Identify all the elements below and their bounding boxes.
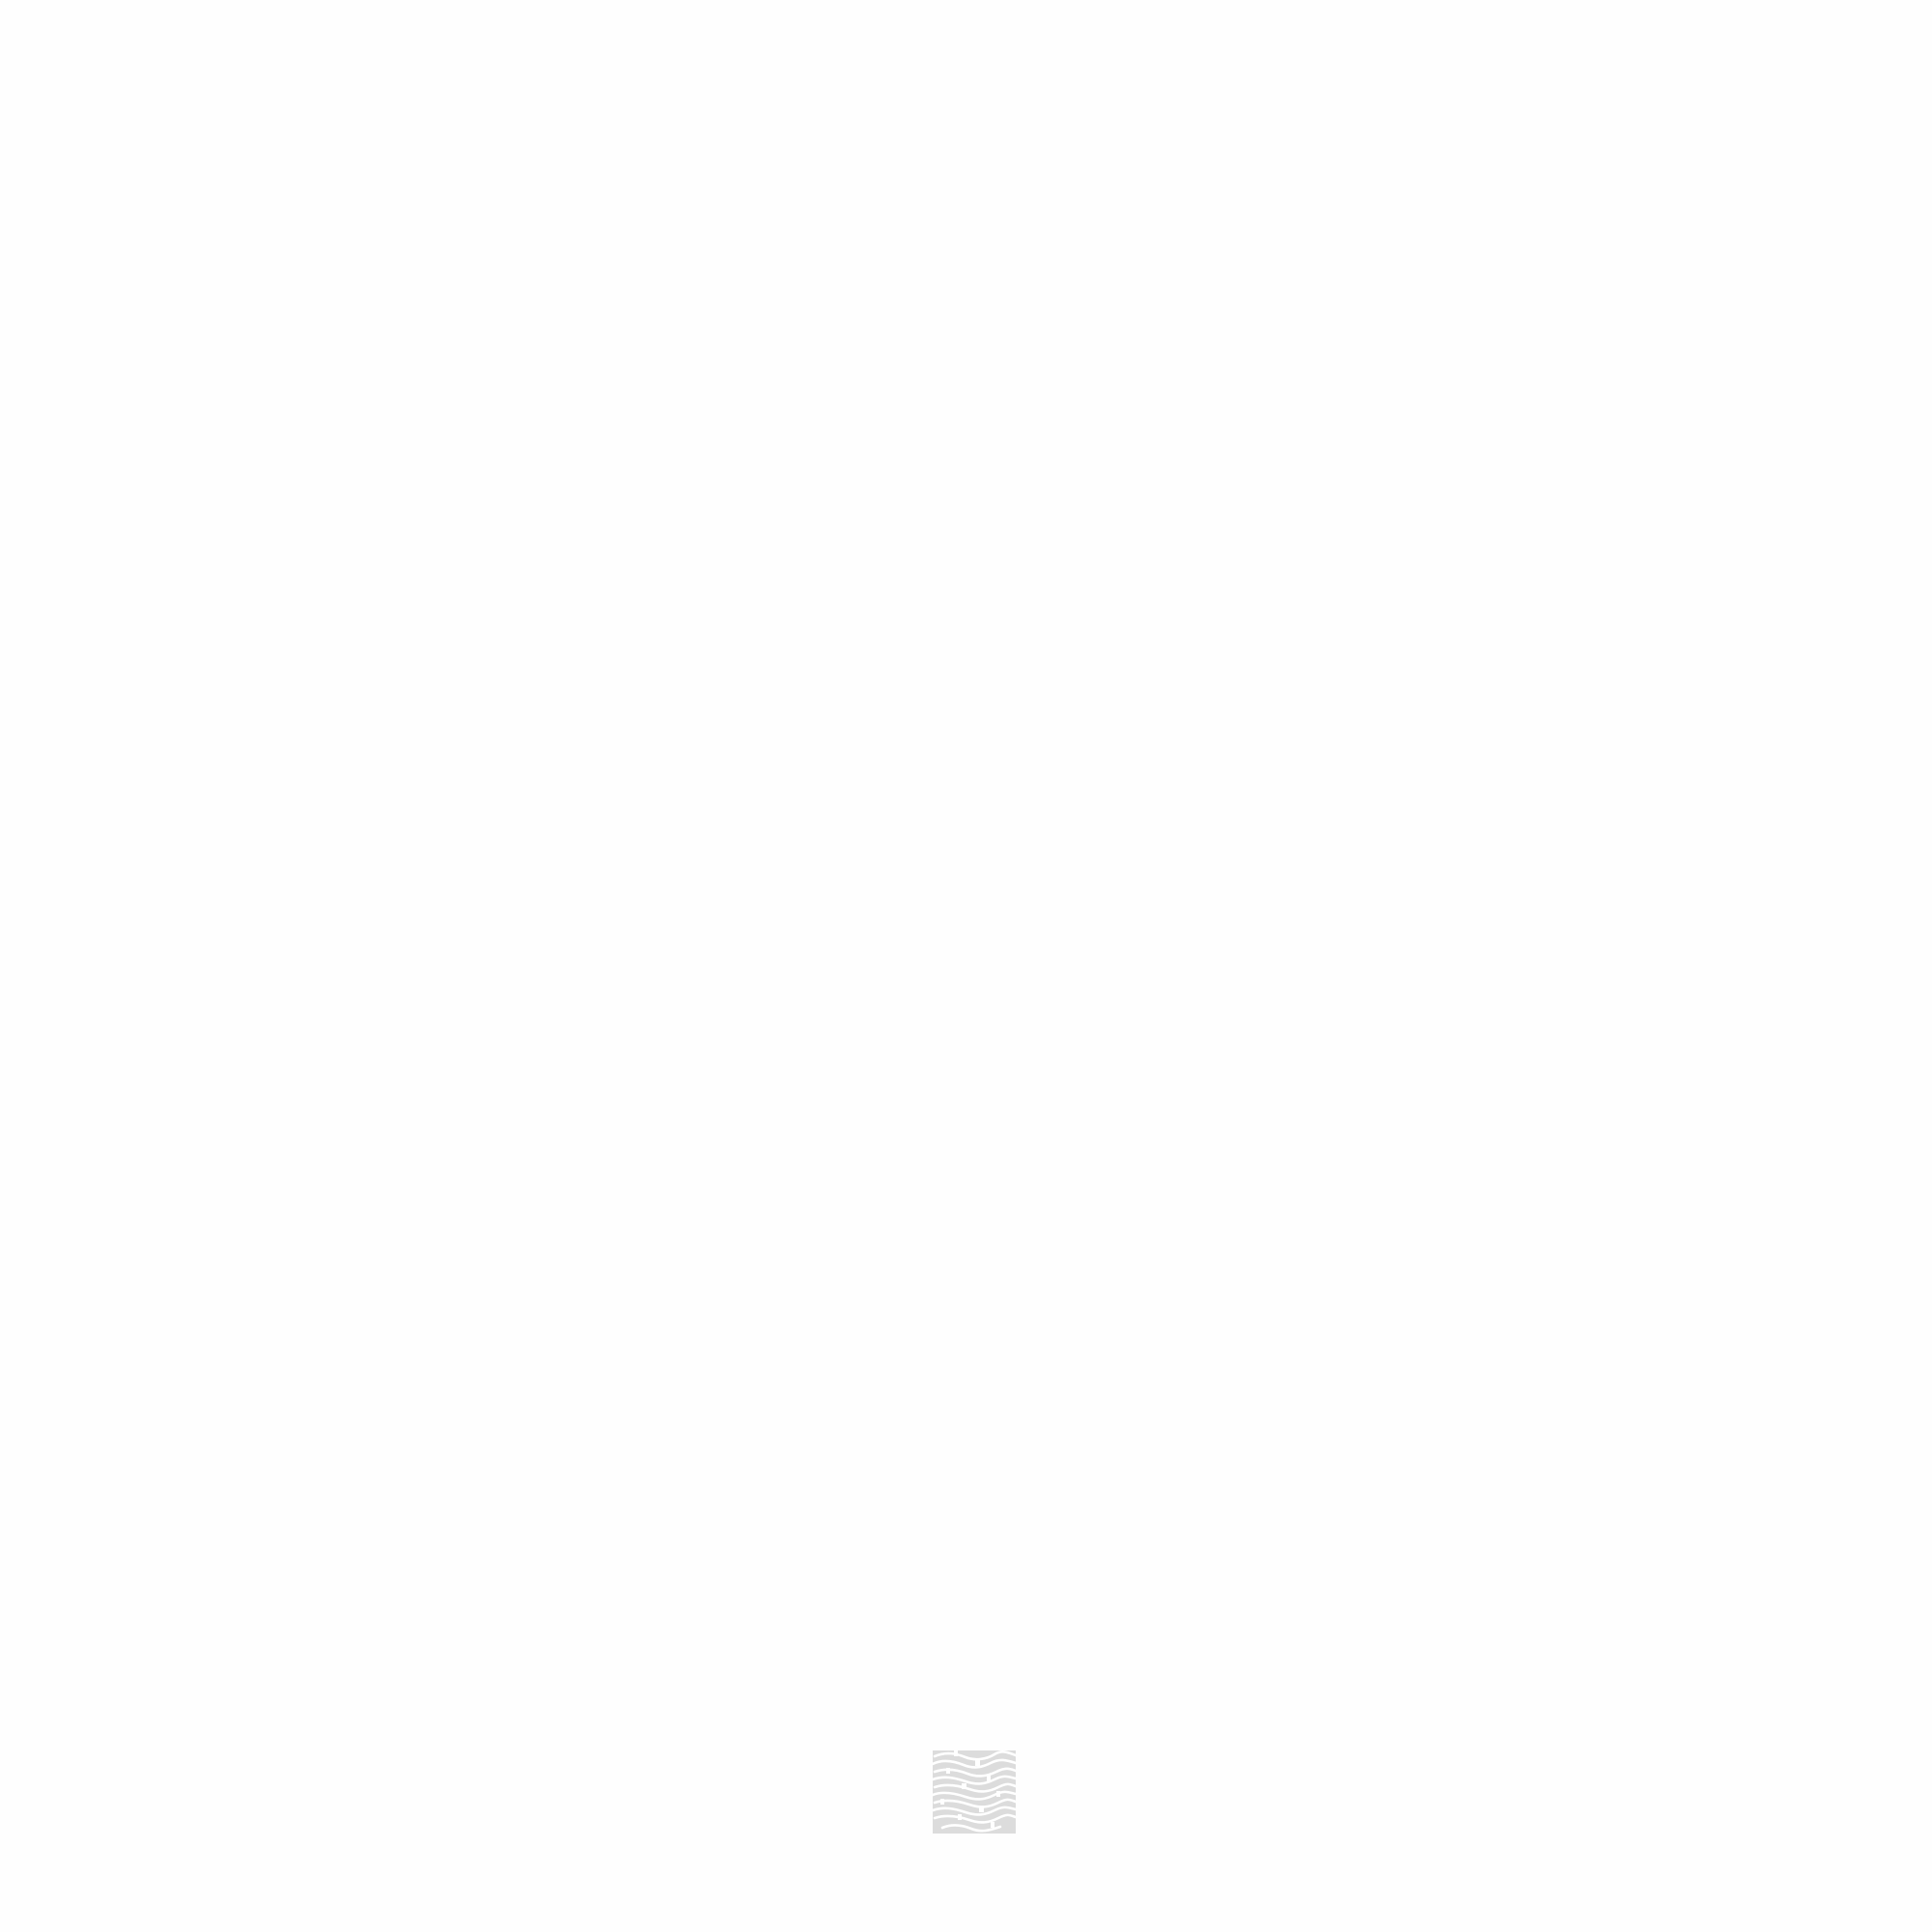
logo bbox=[933, 1750, 1016, 1834]
wave-lines bbox=[933, 1750, 1016, 1833]
wave-pattern-logo-icon bbox=[933, 1750, 1016, 1834]
wave-breaks bbox=[940, 1750, 1000, 1828]
